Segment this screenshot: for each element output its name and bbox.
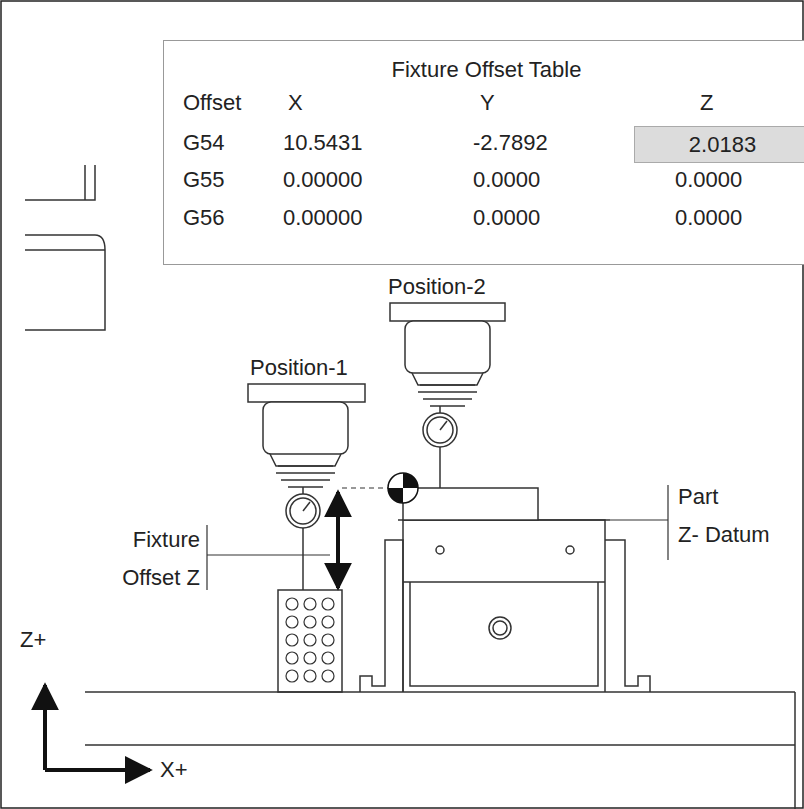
position-label: Position-2 bbox=[388, 274, 486, 300]
offset-name: G56 bbox=[183, 205, 225, 231]
column-header: Y bbox=[480, 90, 495, 116]
table-cell: -2.7892 bbox=[473, 130, 548, 156]
axis-label: X+ bbox=[160, 757, 188, 783]
gauge-hole bbox=[286, 652, 298, 664]
gauge-hole bbox=[322, 670, 334, 682]
axis-label: Z+ bbox=[20, 627, 46, 653]
gauge-hole bbox=[322, 598, 334, 610]
gauge-hole bbox=[322, 634, 334, 646]
offset-name: G55 bbox=[183, 167, 225, 193]
gauge-hole bbox=[322, 616, 334, 628]
table-cell: 0.0000 bbox=[473, 205, 540, 231]
table-cell: 0.0000 bbox=[473, 167, 540, 193]
column-header: X bbox=[288, 90, 303, 116]
datum-label: Z- Datum bbox=[678, 522, 770, 548]
offset-label: Fixture bbox=[133, 527, 200, 553]
position-label: Position-1 bbox=[250, 355, 348, 381]
table-cell: 0.0000 bbox=[675, 167, 742, 193]
gauge-hole bbox=[304, 652, 316, 664]
gauge-hole bbox=[304, 616, 316, 628]
gauge-hole bbox=[286, 616, 298, 628]
gauge-hole bbox=[286, 598, 298, 610]
gauge-hole bbox=[304, 670, 316, 682]
gauge-hole bbox=[286, 670, 298, 682]
datum-label: Part bbox=[678, 484, 718, 510]
offset-name: G54 bbox=[183, 130, 225, 156]
offset-value: 2.0183 bbox=[635, 132, 804, 158]
table-cell: 0.0000 bbox=[675, 205, 742, 231]
gauge-hole bbox=[322, 652, 334, 664]
column-header: Z bbox=[700, 90, 713, 116]
offset-label: Offset Z bbox=[122, 565, 200, 591]
gauge-hole bbox=[304, 634, 316, 646]
table-cell: 0.00000 bbox=[283, 167, 363, 193]
gauge-hole bbox=[286, 634, 298, 646]
highlighted-cell: 2.0183 bbox=[634, 126, 804, 163]
column-header: Offset bbox=[183, 90, 241, 116]
table-title: Fixture Offset Table bbox=[164, 57, 804, 83]
table-cell: 10.5431 bbox=[283, 130, 363, 156]
table-cell: 0.00000 bbox=[283, 205, 363, 231]
gauge-hole bbox=[304, 598, 316, 610]
